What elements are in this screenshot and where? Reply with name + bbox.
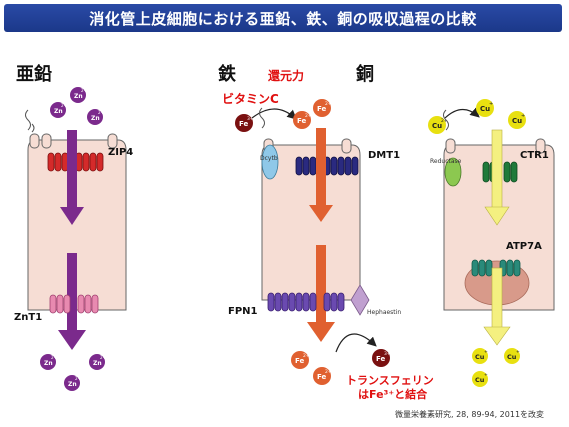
cuprous-ion-bottom-2: Cu+	[504, 348, 520, 364]
figure-title: 消化管上皮細胞における亜鉛、鉄、銅の吸収過程の比較	[4, 4, 562, 32]
iron-heading: 鉄	[218, 63, 236, 85]
copper-reductase-label: Reductase	[430, 158, 462, 165]
iron-cell	[261, 144, 361, 301]
copper-absorption-arrow	[484, 129, 510, 226]
cupric-ion-top: Cu2+	[428, 116, 448, 134]
svg-text:Fe: Fe	[239, 120, 248, 128]
zip4-label: ZIP4	[108, 147, 133, 158]
znt1-label: ZnT1	[14, 312, 42, 323]
svg-text:Cu: Cu	[475, 353, 485, 361]
zinc-ion-bottom-3: Zn2+	[64, 375, 81, 391]
svg-text:Cu: Cu	[432, 122, 442, 130]
svg-text:Cu: Cu	[507, 353, 517, 361]
transferrin-label-line2: はFe³⁺と結合	[358, 387, 428, 401]
cuprous-ion-bottom-3: Cu+	[472, 371, 488, 387]
fpn1-label: FPN1	[228, 306, 258, 317]
dcytb-enzyme	[261, 144, 279, 180]
zip4-transporter	[47, 152, 104, 172]
copper-cell	[443, 144, 555, 311]
cuprous-ion-top-2: Cu+	[508, 111, 526, 129]
svg-text:2+: 2+	[81, 88, 87, 93]
znt1-transporter	[49, 294, 99, 314]
svg-text:Zn: Zn	[91, 115, 100, 122]
svg-text:Fe: Fe	[317, 373, 326, 381]
cuprous-ion-bottom-1: Cu+	[472, 348, 488, 364]
fpn1-transporter	[267, 292, 345, 312]
copper-efflux-arrow	[483, 267, 511, 346]
zinc-squiggle	[25, 109, 31, 131]
svg-text:Fe: Fe	[317, 105, 326, 113]
ferrous-ion-bottom-1: Fe2+	[291, 351, 310, 369]
zinc-ion-top-2: Zn2+	[50, 102, 67, 118]
svg-text:+: +	[521, 113, 525, 119]
svg-text:Fe: Fe	[297, 117, 306, 125]
hephaestin-enzyme	[350, 284, 370, 316]
reduction-arrow	[251, 108, 297, 120]
svg-text:2+: 2+	[325, 101, 332, 107]
dcytb-label: Dcytb	[260, 155, 278, 162]
dmt1-transporter	[295, 156, 359, 176]
ferrous-ion-top-1: Fe2+	[293, 111, 312, 129]
svg-text:3+: 3+	[247, 116, 254, 122]
atp7a-label: ATP7A	[506, 241, 542, 252]
oxidation-arrow	[335, 333, 377, 353]
ferrous-ion-top-2: Fe2+	[313, 99, 332, 117]
svg-text:Fe: Fe	[376, 355, 385, 363]
iron-section: 鉄 還元力 ビタミンC Fe3+ Fe2+ Fe2+ Dcytb	[218, 63, 434, 401]
dmt1-label: DMT1	[368, 150, 400, 161]
svg-text:+: +	[489, 101, 493, 107]
copper-section: 銅 Cu2+ Cu+ Cu+ Reductase CT	[356, 63, 555, 387]
svg-text:Cu: Cu	[480, 105, 490, 113]
zinc-ion-bottom-2: Zn2+	[89, 354, 106, 370]
zinc-ion-top-3: Zn2+	[87, 109, 104, 125]
zinc-ion-top-1: Zn2+	[70, 87, 87, 103]
ctr1-label: CTR1	[520, 150, 549, 161]
svg-text:Zn: Zn	[68, 381, 77, 388]
zinc-absorption-arrow	[60, 130, 84, 225]
svg-text:3+: 3+	[384, 351, 391, 357]
svg-text:2+: 2+	[51, 355, 57, 360]
svg-text:2+: 2+	[325, 369, 332, 375]
svg-text:2+: 2+	[75, 376, 81, 381]
zinc-efflux-arrow	[58, 253, 86, 350]
svg-text:2+: 2+	[98, 110, 104, 115]
citation: 微量栄養素研究, 28, 89-94, 2011を改変	[395, 409, 544, 419]
copper-reduction-arrow	[444, 107, 480, 119]
svg-text:+: +	[484, 349, 488, 355]
svg-text:Cu: Cu	[475, 376, 485, 384]
svg-text:2+: 2+	[441, 118, 448, 124]
svg-text:Zn: Zn	[74, 93, 83, 100]
svg-text:+: +	[484, 372, 488, 378]
zinc-heading: 亜鉛	[16, 63, 52, 85]
svg-text:Fe: Fe	[295, 357, 304, 365]
zinc-ion-bottom-1: Zn2+	[40, 354, 57, 370]
ferrous-ion-bottom-2: Fe2+	[313, 367, 332, 385]
reducing-power-label: 還元力	[268, 68, 304, 83]
ferric-ion-bottom: Fe3+	[372, 349, 391, 367]
svg-text:Zn: Zn	[44, 360, 53, 367]
svg-text:2+: 2+	[100, 355, 106, 360]
zinc-cell	[27, 139, 127, 311]
zinc-section: 亜鉛 Zn2+ Zn2+ Zn2+	[14, 63, 133, 391]
ferric-ion-top: Fe3+	[235, 114, 254, 132]
svg-text:2+: 2+	[303, 353, 310, 359]
hephaestin-label: Hephaestin	[367, 309, 401, 316]
svg-text:Zn: Zn	[93, 360, 102, 367]
iron-efflux-arrow	[307, 245, 335, 342]
copper-heading: 銅	[356, 63, 374, 85]
cuprous-ion-top-1: Cu+	[476, 99, 494, 117]
svg-text:+: +	[516, 349, 520, 355]
transferrin-label-line1: トランスフェリン	[346, 374, 434, 387]
svg-text:Cu: Cu	[512, 117, 522, 125]
svg-text:2+: 2+	[61, 103, 67, 108]
svg-text:Zn: Zn	[54, 108, 63, 115]
iron-absorption-arrow	[309, 128, 333, 222]
vitamin-c-label: ビタミンC	[222, 91, 279, 106]
copper-reductase-enzyme	[444, 157, 462, 187]
svg-text:2+: 2+	[305, 113, 312, 119]
